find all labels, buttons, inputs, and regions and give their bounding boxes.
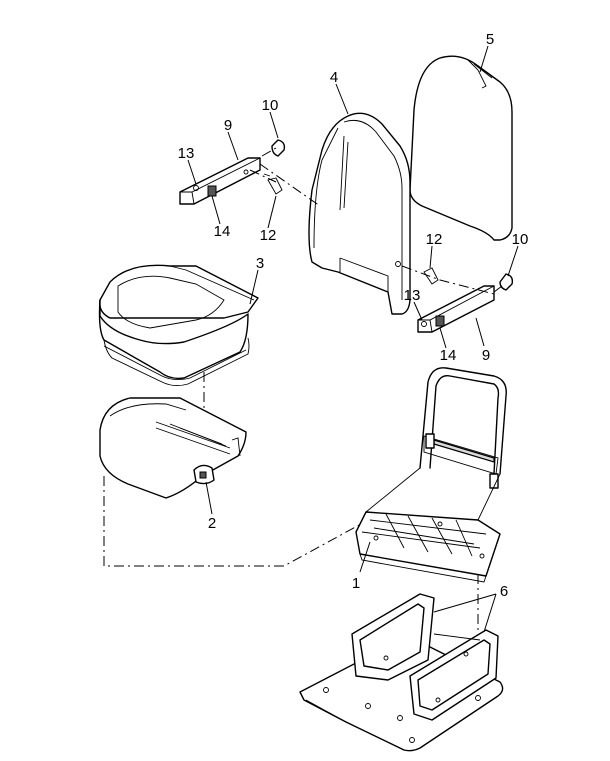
cap-left-part	[271, 139, 286, 157]
callout-13-right: 13	[404, 287, 421, 304]
seat-cushion-part	[98, 264, 259, 387]
callout-14-left: 14	[214, 223, 231, 240]
callout-13-left: 13	[178, 145, 195, 162]
seat-frame-part	[355, 367, 507, 583]
callout-4: 4	[330, 69, 338, 86]
armrest-right-part	[417, 267, 514, 333]
callout-5: 5	[486, 31, 494, 48]
callout-12-left: 12	[260, 227, 277, 244]
backrest-part	[308, 112, 411, 315]
armrest-left-part	[179, 139, 286, 205]
callout-9-right: 9	[482, 347, 490, 364]
leader-lines	[187, 45, 519, 633]
callouts: 5 4 10 9 13 14 12 3 12 10 13 14 9 2 1 6	[178, 31, 529, 600]
cap-right-part	[499, 273, 514, 291]
mount-brackets-part	[299, 593, 504, 752]
callout-12-right: 12	[426, 231, 443, 248]
callout-1: 1	[352, 575, 360, 592]
callout-6: 6	[500, 583, 508, 600]
callout-2: 2	[208, 515, 216, 532]
callout-9-left: 9	[224, 117, 232, 134]
callout-10-right: 10	[512, 231, 529, 248]
callout-3: 3	[256, 255, 264, 272]
callout-14-right: 14	[440, 347, 457, 364]
callout-10-left: 10	[262, 97, 279, 114]
seat-base-part	[99, 397, 247, 499]
back-cover-part	[409, 55, 513, 241]
